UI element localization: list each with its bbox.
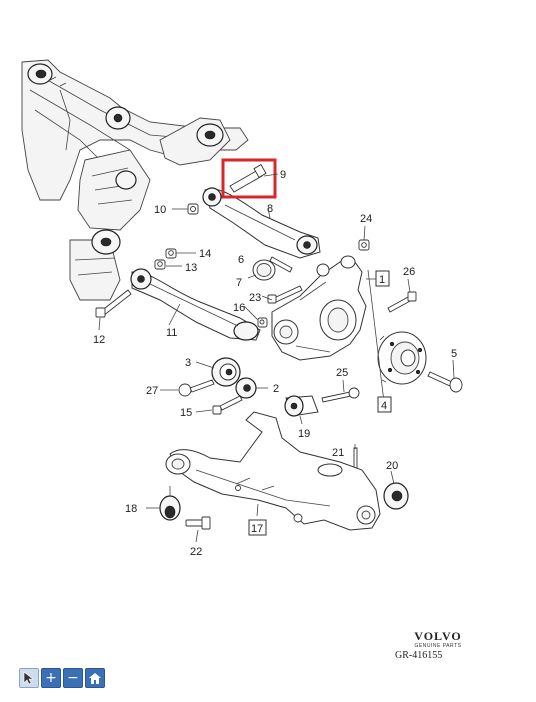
callout-4-box[interactable]: 4 xyxy=(377,396,392,413)
lower-control-arm xyxy=(165,411,381,531)
ring-6 xyxy=(252,259,276,281)
callout-10[interactable]: 10 xyxy=(154,204,166,216)
highlight-box xyxy=(221,158,277,199)
bolt-22 xyxy=(185,516,211,530)
nut-24 xyxy=(358,239,370,251)
bolt-23 xyxy=(267,285,303,304)
callout-13[interactable]: 13 xyxy=(185,262,197,274)
callout-14[interactable]: 14 xyxy=(199,248,211,260)
callout-3[interactable]: 3 xyxy=(185,357,191,369)
bolt-27 xyxy=(178,379,215,397)
callout-11[interactable]: 11 xyxy=(166,327,177,339)
callout-17[interactable]: 17 xyxy=(251,523,263,535)
callout-8[interactable]: 8 xyxy=(267,203,273,215)
bolt-25 xyxy=(321,387,360,403)
bolt-9 xyxy=(229,164,267,193)
callout-21[interactable]: 21 xyxy=(332,447,344,459)
nut-13 xyxy=(154,259,166,270)
leader-lines xyxy=(98,173,455,543)
diagram-reference: GR-416155 xyxy=(395,650,443,661)
bolt-12 xyxy=(95,289,132,318)
callout-5[interactable]: 5 xyxy=(451,348,457,360)
callout-24[interactable]: 24 xyxy=(360,213,372,225)
bushing-19 xyxy=(284,395,319,417)
cursor-icon[interactable] xyxy=(19,668,39,688)
callout-20[interactable]: 20 xyxy=(386,460,398,472)
hub-bolt-5 xyxy=(427,371,463,393)
callout-16[interactable]: 16 xyxy=(233,302,245,314)
home-icon[interactable] xyxy=(85,668,105,688)
callout-26[interactable]: 26 xyxy=(403,266,415,278)
zoom-in-icon[interactable]: + xyxy=(41,668,61,688)
bushing-18 xyxy=(159,486,181,521)
wheel-knuckle xyxy=(271,255,367,361)
zoom-toolbar: + − xyxy=(19,668,105,688)
callout-27[interactable]: 27 xyxy=(146,385,158,397)
callout-18[interactable]: 18 xyxy=(125,503,137,515)
callout-19[interactable]: 19 xyxy=(298,428,310,440)
callout-1-box[interactable]: 1 xyxy=(375,270,390,287)
nut-14 xyxy=(165,248,177,259)
wheel-hub xyxy=(377,331,427,385)
bushing-20 xyxy=(383,482,409,510)
callout-12[interactable]: 12 xyxy=(93,334,105,346)
callout-labels: 9 8 10 24 14 13 6 7 23 1 26 16 11 12 5 3… xyxy=(93,169,457,558)
brand-logo: VOLVO GENUINE PARTS xyxy=(398,629,478,649)
bolt-15 xyxy=(212,395,243,415)
callout-9[interactable]: 9 xyxy=(280,169,286,181)
callout-15[interactable]: 15 xyxy=(180,407,192,419)
callout-6[interactable]: 6 xyxy=(238,254,244,266)
rear-subframe xyxy=(21,59,249,301)
bolt-near-6 xyxy=(269,256,293,273)
callout-4[interactable]: 4 xyxy=(381,400,387,412)
bushing-3 xyxy=(211,357,241,387)
bolt-26 xyxy=(387,291,417,313)
callout-25[interactable]: 25 xyxy=(336,367,348,379)
lower-control-link xyxy=(130,268,261,341)
callout-23[interactable]: 23 xyxy=(249,292,261,304)
nut-16 xyxy=(257,317,268,328)
nut-10 xyxy=(187,203,199,215)
zoom-out-icon[interactable]: − xyxy=(63,668,83,688)
callout-7[interactable]: 7 xyxy=(236,277,242,289)
bushing-2 xyxy=(235,377,257,399)
callout-1[interactable]: 1 xyxy=(379,274,385,286)
callout-22[interactable]: 22 xyxy=(190,546,202,558)
brand-subtitle: GENUINE PARTS xyxy=(414,643,462,649)
callout-2[interactable]: 2 xyxy=(273,383,279,395)
callout-17-box[interactable]: 17 xyxy=(248,519,267,536)
upper-control-link xyxy=(202,187,321,259)
brand-name: VOLVO xyxy=(414,629,462,643)
